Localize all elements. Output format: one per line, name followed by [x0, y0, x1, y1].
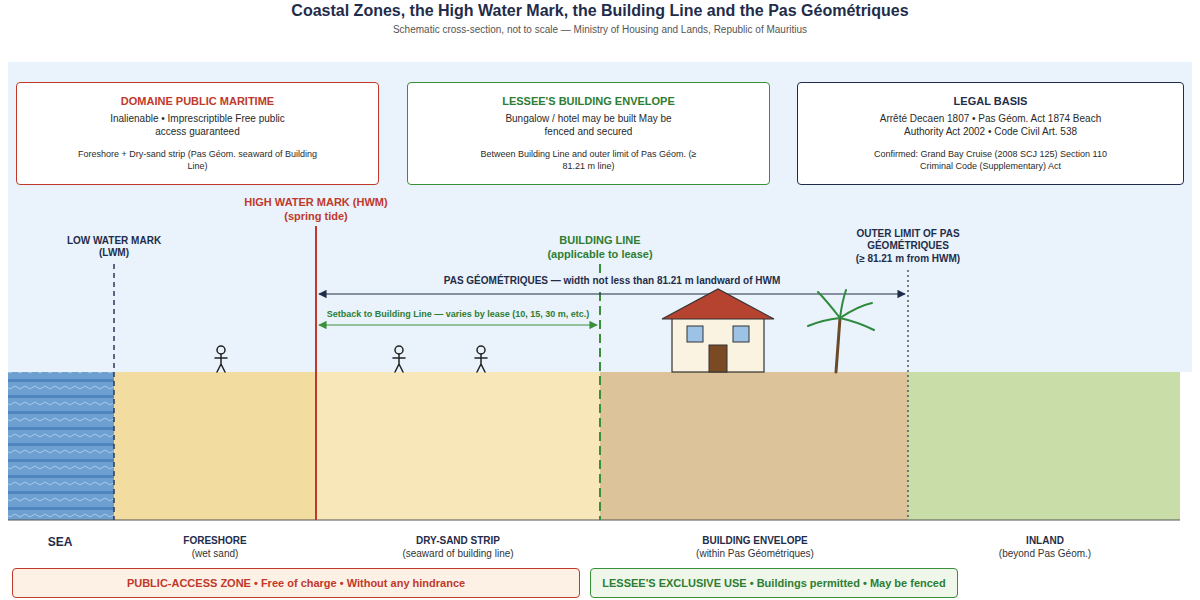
box-body: Bungalow / hotel may be built May be fen…: [494, 112, 684, 138]
building-line: [599, 264, 601, 520]
marker-label: (applicable to lease): [547, 248, 652, 261]
zone-text: LESSEE'S EXCLUSIVE USE • Buildings permi…: [602, 577, 945, 589]
marker-label: BUILDING LINE: [559, 234, 640, 247]
box-body: Inalienable • Imprescriptible Free publi…: [103, 112, 293, 138]
diagram-title: Coastal Zones, the High Water Mark, the …: [291, 2, 908, 20]
box-body: Between Building Line and outer limit of…: [474, 149, 704, 172]
zone-name: (within Pas Géométriques): [696, 548, 814, 560]
lwm-line: [113, 264, 115, 520]
hwm-line: [315, 226, 317, 520]
box-body: Arrêté Decaen 1807 • Pas Géom. Act 1874 …: [861, 112, 1121, 138]
beach-figures: [215, 346, 487, 372]
info-box: LESSEE'S BUILDING ENVELOPE Bungalow / hot…: [407, 82, 770, 185]
dimension-label: Setback to Building Line — varies by lea…: [324, 309, 593, 320]
marker-label: OUTER LIMIT OF PAS GÉOMÉTRIQUES: [843, 228, 973, 252]
dry-sand-band: [316, 372, 600, 520]
baseline: [8, 520, 1180, 521]
zone-bar: PUBLIC-ACCESS ZONE • Free of charge • Wi…: [12, 568, 580, 598]
zone-name: SEA: [48, 535, 73, 549]
pas-geom-dimension: [319, 293, 905, 294]
info-box: DOMAINE PUBLIC MARITIME Inalienable • Imp…: [16, 82, 379, 185]
box-body: Foreshore + Dry-sand strip (Pas Géom. se…: [73, 149, 323, 172]
zone-bar: LESSEE'S EXCLUSIVE USE • Buildings permi…: [590, 568, 958, 598]
zone-name: (seaward of building line): [402, 548, 513, 560]
dimension-label: PAS GÉOMÉTRIQUES — width not less than 8…: [441, 275, 784, 287]
palm-tree: [808, 290, 874, 372]
envelope-band: [600, 372, 908, 520]
foreshore-band: [114, 372, 316, 520]
zone-name: (beyond Pas Géom.): [999, 548, 1091, 560]
diagram-caption: Schematic cross-section, not to scale — …: [393, 24, 807, 35]
zone-name: FORESHORE: [183, 535, 246, 547]
zone-name: (wet sand): [192, 548, 239, 560]
zone-name: DRY-SAND STRIP: [416, 535, 500, 547]
marker-label: HIGH WATER MARK (HWM): [244, 196, 387, 209]
inland-band: [908, 372, 1180, 520]
box-heading: LESSEE'S BUILDING ENVELOPE: [502, 95, 675, 107]
bungalow: [662, 289, 774, 372]
zone-name: BUILDING ENVELOPE: [702, 535, 808, 547]
marker-label: (spring tide): [284, 210, 348, 223]
box-heading: LEGAL BASIS: [954, 95, 1028, 107]
zone-text: PUBLIC-ACCESS ZONE • Free of charge • Wi…: [127, 577, 465, 589]
setback-dimension: [319, 324, 597, 325]
marker-label: (≥ 81.21 m from HWM): [856, 253, 960, 265]
zone-name: INLAND: [1026, 535, 1064, 547]
box-heading: DOMAINE PUBLIC MARITIME: [121, 95, 274, 107]
outer-limit-line: [907, 270, 909, 520]
sea-band: [8, 372, 114, 520]
marker-label: LOW WATER MARK (LWM): [67, 235, 162, 259]
box-body: Confirmed: Grand Bay Cruise (2008 SCJ 12…: [861, 149, 1121, 172]
info-box: LEGAL BASIS Arrêté Decaen 1807 • Pas Géom…: [797, 82, 1184, 185]
